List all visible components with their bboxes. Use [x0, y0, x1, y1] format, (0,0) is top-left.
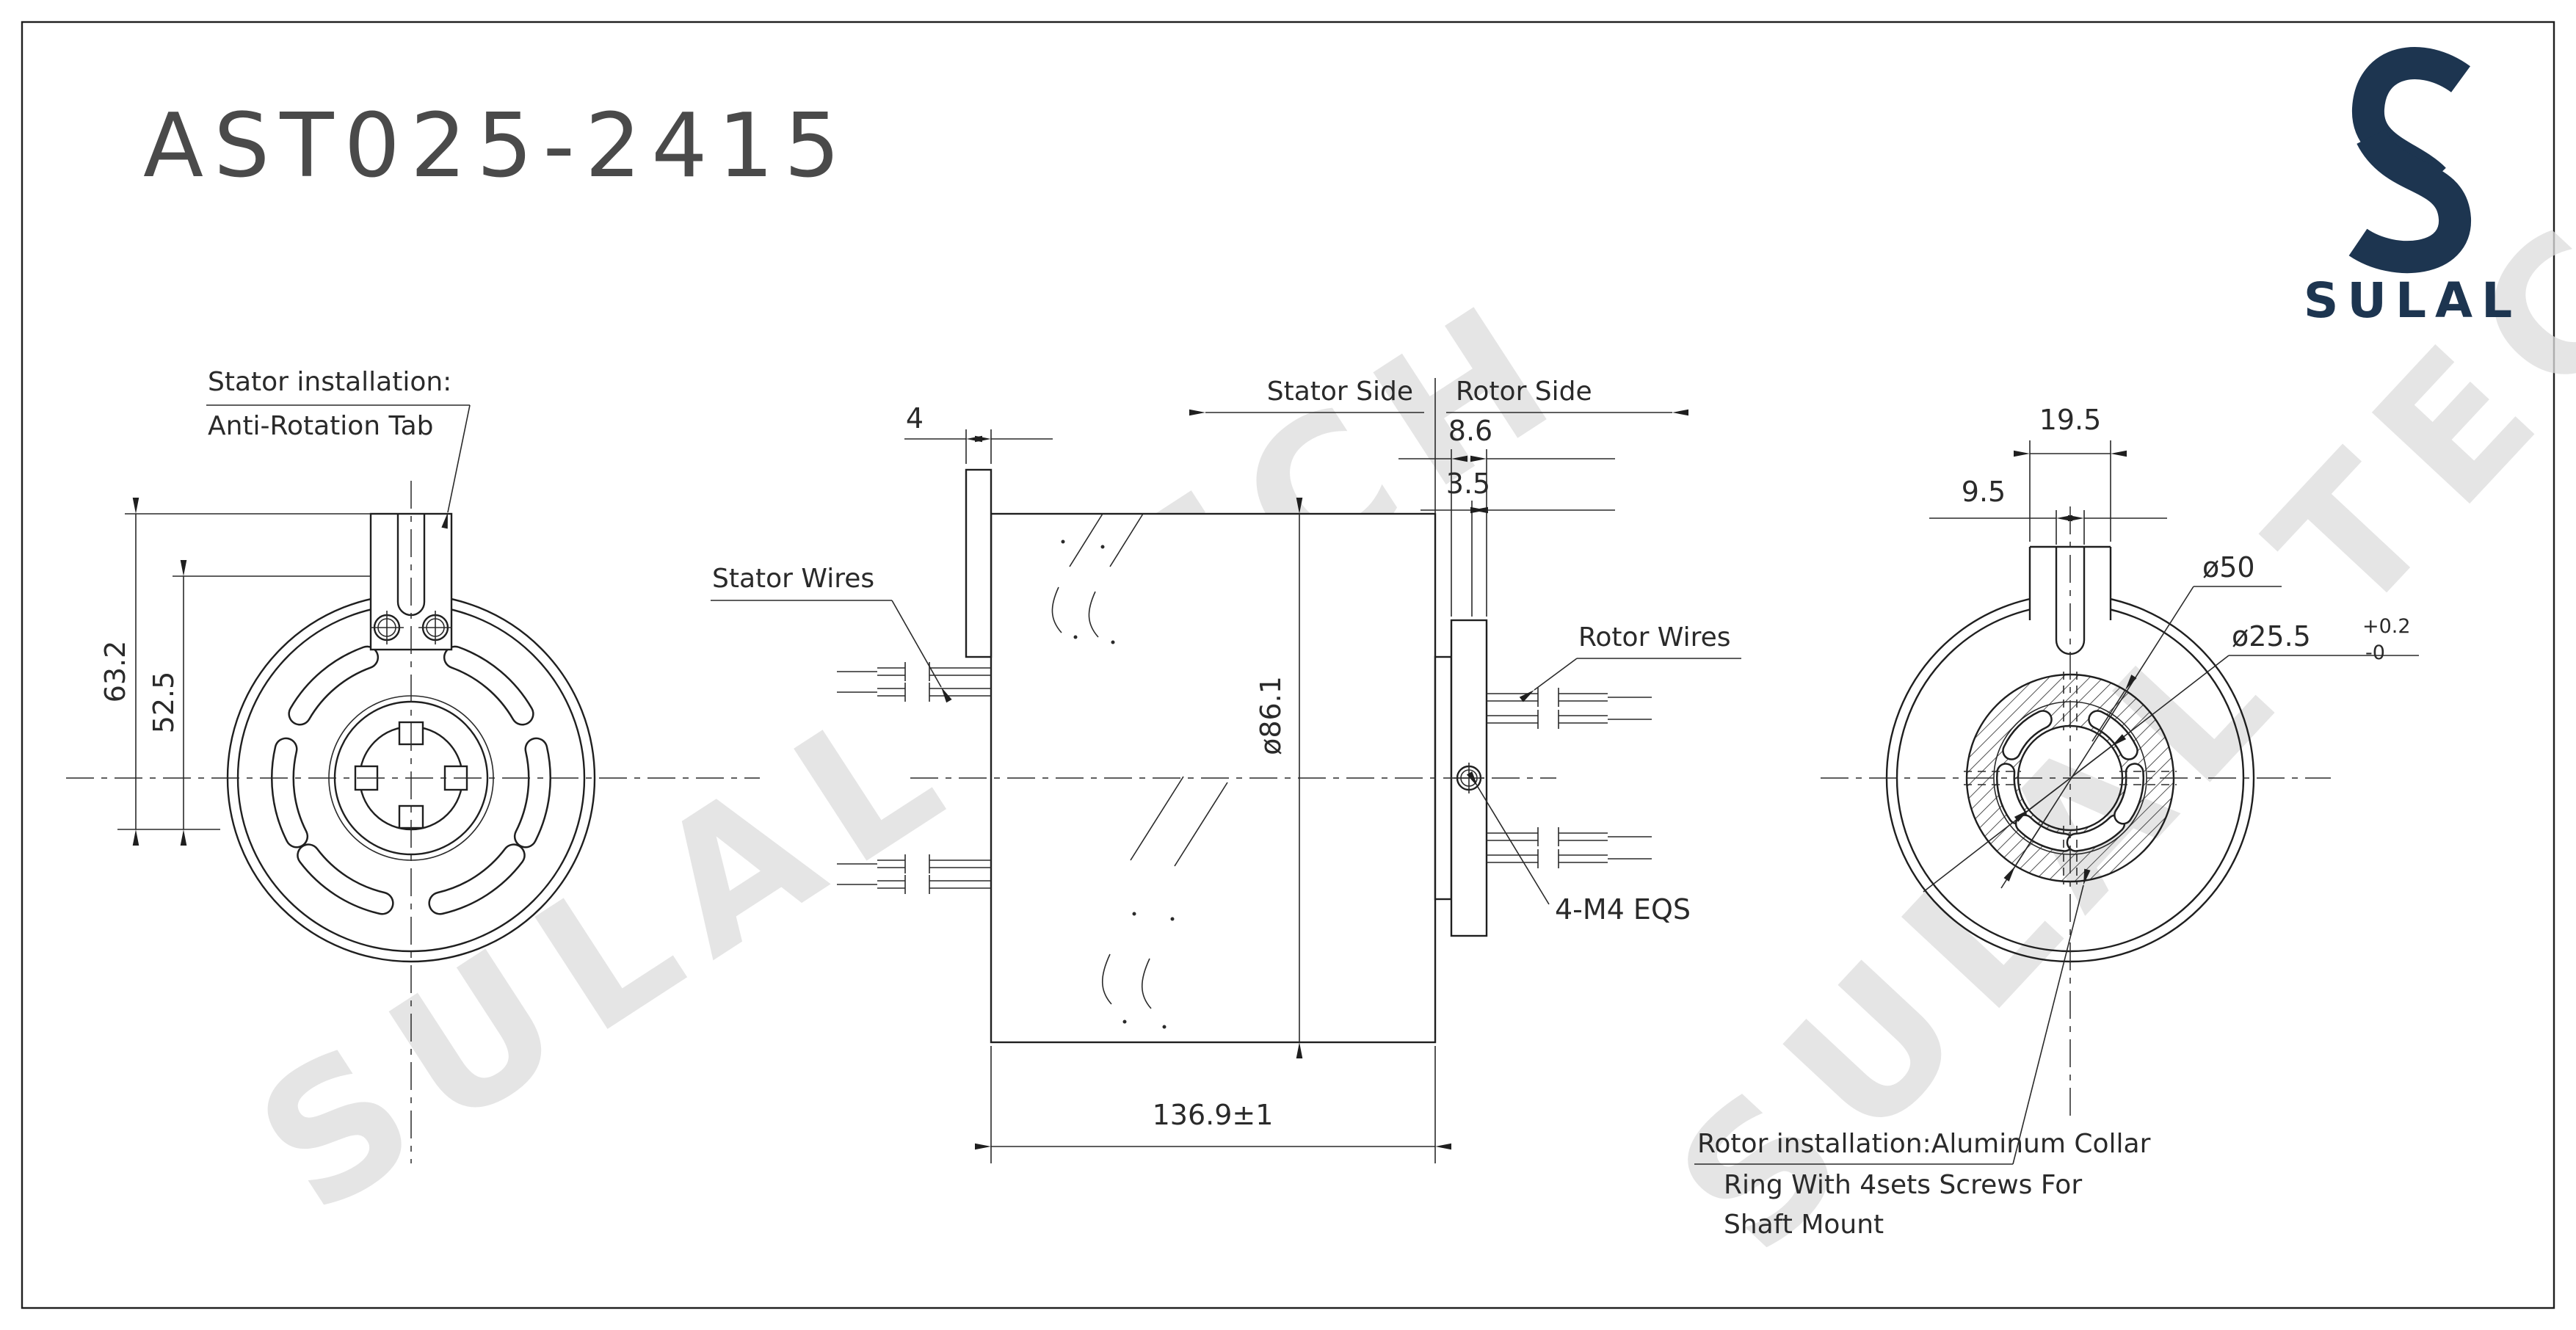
dim-text-4: 4 [906, 402, 924, 435]
stator-arc-slots [271, 645, 551, 915]
screw-callout: 4-M4 EQS [1466, 771, 1691, 926]
note-line2: Ring With 4sets Screws For [1724, 1170, 2082, 1200]
dim-25-5: ø25.5 +0.2 -0 [1923, 615, 2419, 893]
watermark-text-right: SULAL TECH [1637, 43, 2576, 1292]
dim-9-5: 9.5 [1929, 476, 2167, 545]
dim-3-5: 3.5 [1421, 468, 1615, 617]
label-anti-rotation-tab: Anti-Rotation Tab [208, 411, 434, 441]
dim-text-9-5: 9.5 [1962, 476, 2006, 508]
middle-view-section: Stator Wires Rotor Wires Stator Side Rot… [711, 377, 1741, 1163]
dim-text-3-5: 3.5 [1446, 468, 1490, 500]
break-lines [1051, 513, 1228, 1009]
phillips-screw-icon [418, 611, 452, 644]
page-title: AST025-2415 [143, 95, 850, 197]
rotor-collar-slots [1995, 710, 2145, 852]
dim-136-9: 136.9±1 [975, 1046, 1451, 1163]
brand-name: SULAL [2304, 272, 2521, 329]
stator-wires [837, 662, 991, 894]
dim-text-19-5: 19.5 [2039, 404, 2102, 436]
phillips-screw-icon [370, 611, 404, 644]
right-view-rotor-front: 19.5 9.5 ø50 ø25.5 +0.2 -0 [1694, 404, 2419, 1240]
logo-s-icon [2348, 47, 2471, 274]
break-dots [1061, 539, 1175, 1029]
dim-tol-plus: +0.2 [2362, 615, 2411, 638]
dim-4: 4 [904, 402, 1053, 464]
dim-tol-minus: -0 [2365, 642, 2385, 664]
left-view-stator-front: 63.2 52.5 Stator installation: Anti-Rota… [66, 367, 760, 1163]
label-rotor-wires: Rotor Wires [1578, 622, 1731, 653]
hidden-screw-holes [1964, 672, 2177, 884]
dim-63-2: 63.2 [99, 498, 371, 846]
dim-text-136-9: 136.9±1 [1153, 1099, 1274, 1131]
dim-8-6: 8.6 [1398, 415, 1615, 617]
dim-text-8-6: 8.6 [1448, 415, 1492, 447]
note-line3: Shaft Mount [1724, 1210, 1884, 1240]
rotor-installation-note: Rotor installation:Aluminum Collar Ring … [1694, 868, 2151, 1240]
dim-text-25-5: ø25.5 [2232, 620, 2311, 653]
label-stator-wires: Stator Wires [712, 564, 874, 594]
side-indicators: Stator Side Rotor Side [1189, 377, 1688, 514]
stator-wires-label: Stator Wires [711, 564, 952, 703]
brand-logo: SULAL [2304, 47, 2521, 329]
rotor-wires-label: Rotor Wires [1519, 622, 1741, 702]
dim-text-50: ø50 [2202, 551, 2255, 584]
note-line1: Rotor installation:Aluminum Collar [1697, 1129, 2151, 1159]
rotor-wires [1487, 688, 1652, 868]
stator-installation-label: Stator installation: Anti-Rotation Tab [206, 367, 471, 529]
dim-text-52-5: 52.5 [148, 672, 180, 734]
dim-52-5: 52.5 [148, 560, 371, 846]
label-stator-installation: Stator installation: [208, 367, 451, 397]
dim-50: ø50 [2000, 551, 2282, 889]
label-4-m4-eqs: 4-M4 EQS [1555, 893, 1691, 926]
dim-text-86-1: ø86.1 [1255, 676, 1287, 755]
stator-flange-plate [965, 468, 993, 658]
label-stator-side: Stator Side [1267, 377, 1413, 407]
label-rotor-side: Rotor Side [1456, 377, 1592, 407]
dim-19-5: 19.5 [2014, 404, 2127, 542]
sheet-border [21, 21, 2555, 1309]
dim-text-63-2: 63.2 [99, 641, 131, 703]
